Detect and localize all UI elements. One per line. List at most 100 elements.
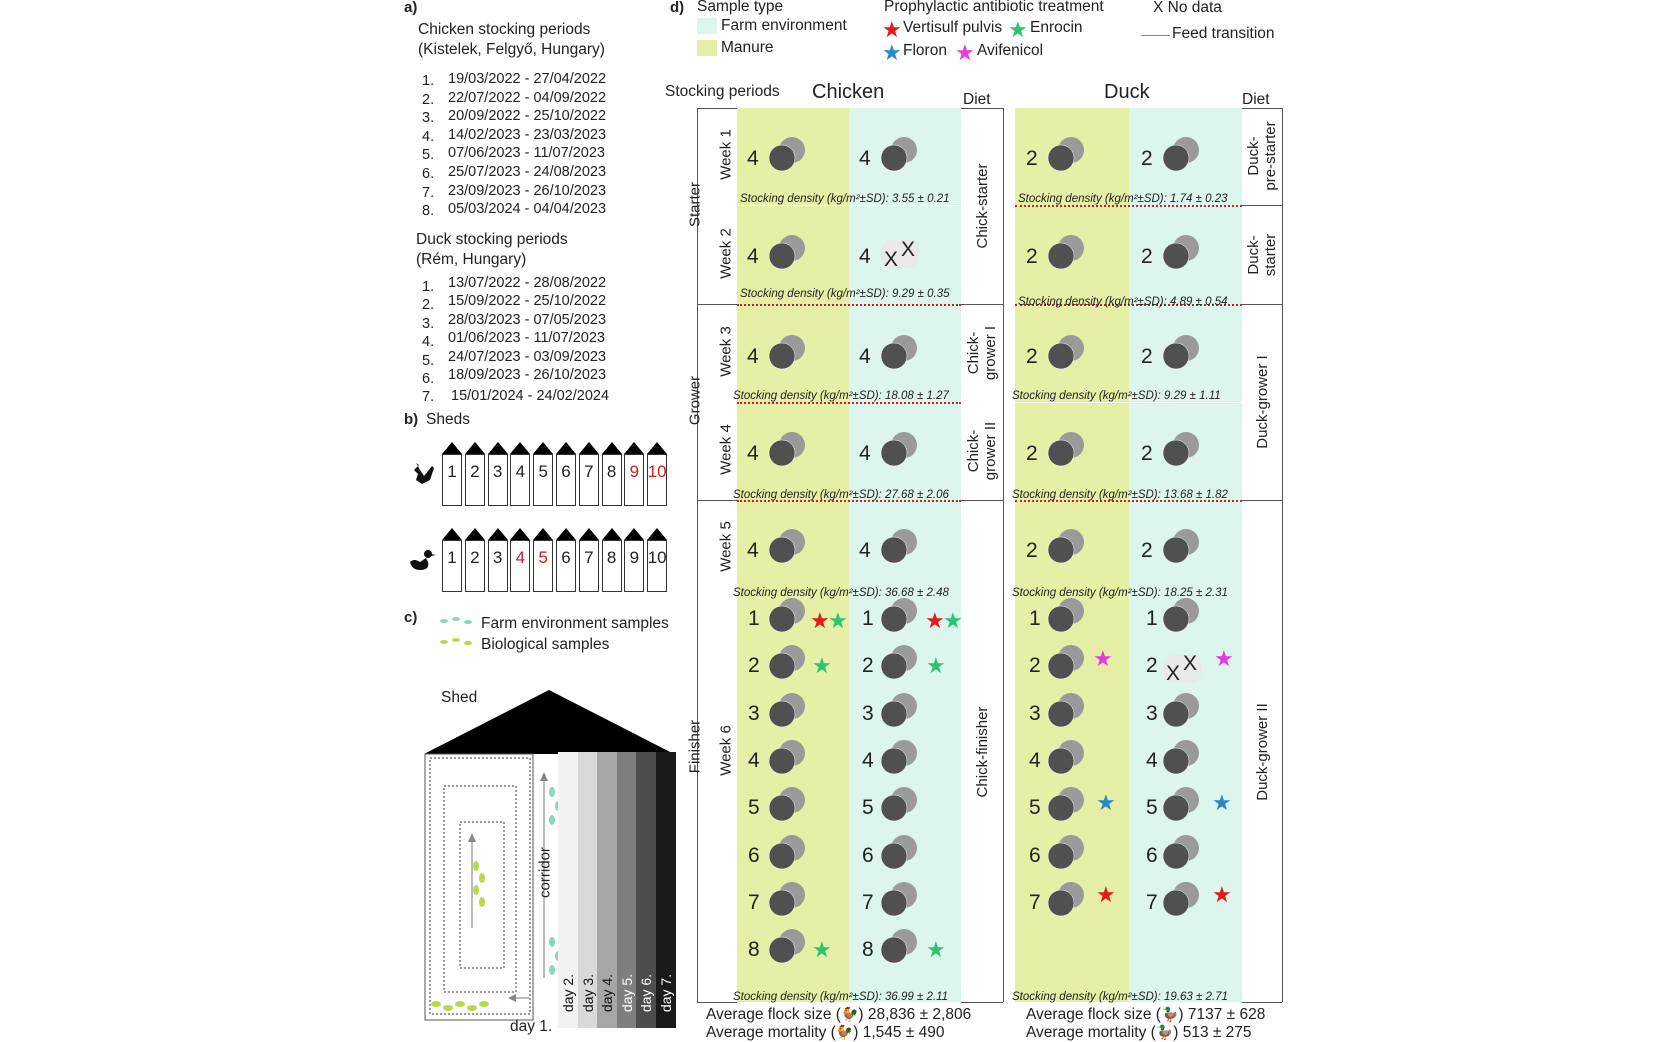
chicken-period: 22/07/2022 - 04/09/2022 xyxy=(448,89,607,106)
shed: 2 xyxy=(464,442,485,506)
chicken-small-icon: 🐓 xyxy=(840,1006,859,1022)
sample-circles xyxy=(880,882,917,917)
avifenicol-star-icon: ★ xyxy=(955,40,975,65)
duck-manure-day: 7 xyxy=(1029,891,1041,914)
bio-footprints xyxy=(431,861,489,1011)
panel-d-label: d) xyxy=(670,0,685,16)
sample-circles xyxy=(880,137,917,172)
shed-label: Shed xyxy=(441,689,478,706)
duck-manure-count: 2 xyxy=(1026,539,1038,562)
duck-manure-day: 2 xyxy=(1029,654,1041,677)
sample-circles xyxy=(1047,882,1084,917)
stocking-periods-label: Stocking periods xyxy=(665,83,780,100)
week-label: Week 1 xyxy=(717,129,735,180)
diet-bracket xyxy=(1242,108,1282,109)
enrocin-star-icon: ★ xyxy=(926,937,946,962)
sample-circles xyxy=(880,335,917,370)
duck-period-number: 4. xyxy=(422,334,435,351)
shed: 10 xyxy=(647,442,668,506)
sample-circles xyxy=(768,432,805,467)
sample-circles xyxy=(1047,529,1084,564)
shed-diagram xyxy=(424,690,674,1021)
sample-circles xyxy=(880,645,917,680)
duck-env-count: 2 xyxy=(1141,147,1153,170)
phase-bracket xyxy=(697,1002,737,1003)
week-label: Week 2 xyxy=(717,228,735,279)
duck-env-day: 1 xyxy=(1146,607,1158,630)
manure-legend: Manure xyxy=(721,39,774,56)
shed-number: 3 xyxy=(492,548,503,567)
feed-transition-line xyxy=(1015,304,1242,306)
chicken-period-number: 6. xyxy=(422,166,435,182)
duck-period-number: 7. xyxy=(422,389,435,406)
diet-bracket xyxy=(1242,1002,1282,1003)
duck-manure-day: 4 xyxy=(1029,749,1041,772)
diet-bracket xyxy=(1242,304,1282,305)
chicken-flock-size: Average flock size (🐓) 28,836 ± 2,806 xyxy=(706,1006,972,1023)
phase-bracket xyxy=(697,108,698,304)
chicken-manure-day: 1 xyxy=(748,607,760,630)
day-label: day 5. xyxy=(618,973,635,1013)
duck-heading: Duck xyxy=(1104,81,1150,103)
chicken-diet-label: Chick-starter xyxy=(973,163,991,249)
duck-periods-location: (Rém, Hungary) xyxy=(416,251,527,268)
duck-icon xyxy=(410,550,436,570)
chicken-manure-day: 7 xyxy=(748,891,760,914)
diet-bracket xyxy=(1282,108,1283,1002)
chicken-env-day: 4 xyxy=(862,749,874,772)
shed-number: 7 xyxy=(584,462,594,481)
sample-circles xyxy=(1162,598,1199,633)
manure-swatch xyxy=(697,40,717,56)
chicken-env-count: 4 xyxy=(859,539,871,562)
duck-diet-label: Duck- starter xyxy=(1245,233,1279,277)
shed: 5 xyxy=(533,528,554,592)
chicken-stocking-density: Stocking density (kg/m²±SD): 36.99 ± 2.1… xyxy=(733,991,949,1003)
phase-label: Grower xyxy=(686,375,704,426)
sample-circles xyxy=(1047,335,1084,370)
shed-number: 10 xyxy=(647,462,667,481)
chicken-manure-count: 4 xyxy=(747,147,759,170)
panel-b-label: b) xyxy=(404,411,419,428)
day-label: day 7. xyxy=(658,973,674,1013)
shed-number: 9 xyxy=(629,462,640,481)
footprints-legend-icons xyxy=(440,617,472,645)
no-data-bg xyxy=(881,240,919,268)
sample-circles xyxy=(768,882,805,917)
shed-number: 2 xyxy=(470,548,480,567)
sample-circles xyxy=(1162,235,1199,270)
duck-diet-label: Duck-grower I xyxy=(1253,355,1271,449)
phase-bracket xyxy=(697,304,698,500)
sheds-title: Sheds xyxy=(426,411,470,428)
floron-star-icon: ★ xyxy=(1096,790,1116,815)
duck-period: 24/07/2023 - 03/09/2023 xyxy=(448,348,607,365)
avifenicol-star-icon: ★ xyxy=(1214,646,1234,671)
duck-manure-count: 2 xyxy=(1026,442,1038,465)
chicken-period-number: 7. xyxy=(422,184,435,201)
duck-stocking-density: Stocking density (kg/m²±SD): 13.68 ± 1.8… xyxy=(1012,489,1228,501)
shed: 4 xyxy=(510,528,531,592)
feed-transition-line xyxy=(1015,500,1242,502)
duck-period-number: 5. xyxy=(422,352,435,369)
duck-manure-count: 2 xyxy=(1026,245,1038,268)
vertisulf-legend: Vertisulf pulvis xyxy=(903,19,1003,36)
chicken-mortality: Average mortality (🐓) 1,545 ± 490 xyxy=(706,1024,945,1041)
shed-roof xyxy=(424,690,674,754)
shed-number: 4 xyxy=(515,462,526,481)
feed-transition-legend: Feed transition xyxy=(1172,25,1275,42)
duck-env-day: 4 xyxy=(1146,749,1158,772)
chicken-stocking-density: Stocking density (kg/m²±SD): 36.68 ± 2.4… xyxy=(733,587,949,599)
chicken-period: 20/09/2022 - 25/10/2022 xyxy=(448,108,607,125)
enrocin-star-icon: ★ xyxy=(926,653,946,678)
shed-floor xyxy=(424,753,534,1021)
day1-label: day 1. xyxy=(510,1018,553,1035)
duck-period-number: 2. xyxy=(422,297,435,314)
feed-transition-swatch xyxy=(1141,35,1170,36)
feed-transition-line xyxy=(737,304,961,306)
duck-period: 01/06/2023 - 11/07/2023 xyxy=(448,330,605,347)
no-data-x-mark: X xyxy=(1183,652,1198,675)
sample-circles xyxy=(1162,740,1199,775)
avifenicol-star-icon: ★ xyxy=(1093,646,1113,671)
phase-label: Starter xyxy=(686,182,704,228)
duck-env-day: 5 xyxy=(1146,796,1158,819)
week-label: Week 5 xyxy=(717,521,735,572)
